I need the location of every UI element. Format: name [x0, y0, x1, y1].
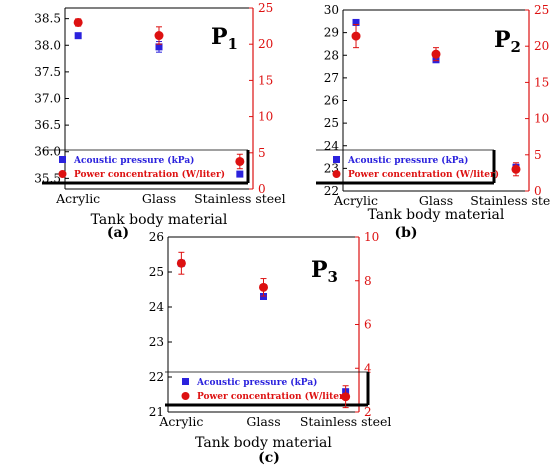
data-point-circle	[511, 164, 521, 174]
data-point-circle	[235, 156, 245, 166]
right-tick-label: 4	[364, 361, 372, 375]
panel-label: P1	[211, 24, 238, 53]
panel-label: P2	[494, 27, 521, 56]
category-label: Acrylic	[158, 414, 203, 429]
right-tick-label: 15	[534, 75, 549, 89]
legend-label: Power concentration (W/liter)	[348, 169, 499, 180]
category-label: Stainless steel	[300, 414, 392, 429]
data-point-circle	[176, 258, 186, 268]
left-tick-label: 36.5	[34, 118, 61, 132]
left-tick-label: 26	[149, 230, 164, 244]
right-tick-label: 15	[258, 73, 273, 87]
x-axis-label: Tank body material	[368, 207, 505, 223]
legend: Acoustic pressure (kPa) Power concentrati…	[42, 149, 250, 185]
category-label: Glass	[419, 193, 453, 208]
legend-label: Acoustic pressure (kPa)	[196, 377, 317, 388]
data-point-square	[155, 43, 163, 51]
right-tick-label: 5	[258, 146, 266, 160]
right-tick-label: 5	[534, 148, 542, 162]
left-tick-label: 23	[149, 335, 164, 349]
left-tick-label: 37.5	[34, 65, 61, 79]
right-tick-label: 10	[258, 110, 273, 124]
panel-label: P3	[311, 257, 338, 286]
legend-label: Power concentration (W/liter)	[74, 169, 225, 180]
left-tick-label: 38.5	[34, 12, 61, 26]
legend: Acoustic pressure (kPa) Power concentrati…	[316, 149, 499, 185]
legend-marker-circle	[58, 170, 67, 178]
panel-caption: (c)	[258, 450, 280, 466]
category-label: Glass	[246, 414, 280, 429]
category-label: Acrylic	[55, 191, 100, 206]
left-tick-label: 28	[324, 48, 339, 62]
data-point-circle	[431, 49, 441, 59]
right-tick-label: 0	[534, 184, 542, 198]
legend-label: Acoustic pressure (kPa)	[73, 155, 194, 166]
right-tick-label: 20	[258, 37, 273, 51]
data-point-circle	[73, 17, 83, 27]
category-label: Stainless steel	[194, 191, 286, 206]
right-tick-label: 10	[534, 112, 549, 126]
data-point-circle	[154, 31, 164, 41]
left-tick-label: 22	[149, 370, 164, 384]
left-tick-label: 21	[149, 405, 164, 419]
left-tick-label: 38.0	[34, 38, 61, 52]
legend-marker-square	[59, 156, 66, 163]
legend-marker-circle	[332, 170, 341, 178]
legend-marker-square	[182, 378, 189, 385]
right-tick-label: 8	[364, 274, 372, 288]
left-tick-label: 25	[149, 265, 164, 279]
left-tick-label: 30	[324, 3, 339, 17]
left-tick-label: 26	[324, 94, 339, 108]
left-tick-label: 29	[324, 26, 339, 40]
right-tick-label: 25	[534, 3, 549, 17]
data-point-circle	[341, 392, 351, 402]
left-tick-label: 24	[324, 139, 340, 153]
legend-marker-square	[333, 156, 340, 163]
data-point-circle	[351, 31, 361, 41]
right-tick-label: 10	[364, 230, 379, 244]
left-tick-label: 37.0	[34, 92, 61, 106]
x-axis-label: Tank body material	[195, 435, 332, 451]
legend-label: Acoustic pressure (kPa)	[347, 155, 468, 166]
panel-caption: (b)	[394, 225, 417, 241]
chart-panel-1: 35.536.036.537.037.538.038.50510152025Ac…	[34, 1, 285, 241]
right-tick-label: 0	[258, 182, 266, 196]
x-axis-label: Tank body material	[91, 212, 228, 228]
left-tick-label: 25	[324, 116, 339, 130]
data-point-square	[352, 18, 360, 26]
panel-caption: (a)	[107, 225, 129, 241]
category-label: Glass	[142, 191, 176, 206]
right-tick-label: 2	[364, 405, 372, 419]
right-tick-label: 20	[534, 39, 549, 53]
legend-marker-circle	[181, 392, 190, 400]
category-label: Acrylic	[333, 193, 378, 208]
left-tick-label: 22	[324, 184, 339, 198]
right-tick-label: 25	[258, 1, 273, 15]
data-point-square	[236, 170, 244, 178]
right-tick-label: 6	[364, 318, 372, 332]
category-label: Stainless steel	[470, 193, 550, 208]
left-tick-label: 36.0	[34, 145, 61, 159]
left-tick-label: 27	[324, 71, 339, 85]
legend-label: Power concentration (W/liter)	[197, 391, 348, 402]
data-point-square	[74, 32, 82, 40]
legend: Acoustic pressure (kPa) Power concentrati…	[165, 371, 370, 407]
data-point-circle	[259, 282, 268, 292]
left-tick-label: 24	[149, 300, 165, 314]
